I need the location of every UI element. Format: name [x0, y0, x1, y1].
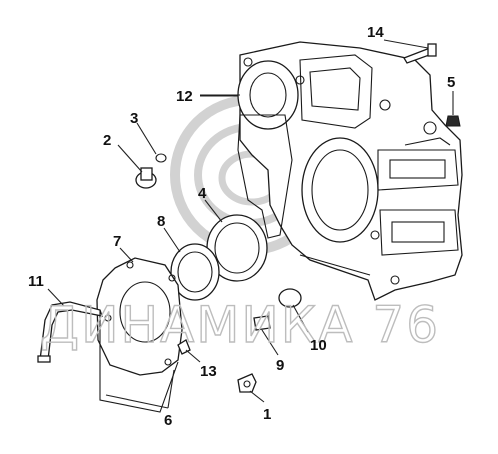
callout-1: 1	[263, 406, 271, 423]
part-1-bracket	[237, 373, 257, 393]
callout-6: 6	[164, 412, 172, 429]
callout-13: 13	[200, 363, 217, 380]
callout-10: 10	[310, 337, 327, 354]
flywheel-housing	[237, 41, 463, 301]
part-10-cap	[278, 288, 302, 308]
leader-lines	[47, 39, 454, 409]
part-5-plug	[445, 115, 461, 127]
callout-7: 7	[113, 233, 121, 250]
watermark-text: ДИНАМИКА 76	[40, 296, 440, 354]
part-7-cover	[96, 257, 183, 376]
callout-labels: 1 2 3 4 5 6 7 8 9 10 11 12 13 14	[28, 24, 455, 429]
callout-12: 12	[176, 88, 193, 105]
callout-8: 8	[157, 213, 165, 230]
part-6-gasket	[99, 310, 179, 413]
part-11-tube	[37, 301, 103, 363]
part-14-bolt	[403, 43, 437, 64]
part-9-bolt	[253, 315, 271, 331]
callout-4: 4	[198, 185, 207, 202]
part-2-plug	[135, 167, 157, 189]
callout-9: 9	[276, 357, 284, 374]
part-3-o-ring	[155, 153, 167, 163]
callout-3: 3	[130, 110, 138, 127]
part-8-ring	[170, 243, 220, 301]
callout-11: 11	[28, 273, 44, 290]
callout-2: 2	[103, 132, 111, 149]
callout-5: 5	[447, 74, 455, 91]
callout-14: 14	[367, 24, 384, 41]
